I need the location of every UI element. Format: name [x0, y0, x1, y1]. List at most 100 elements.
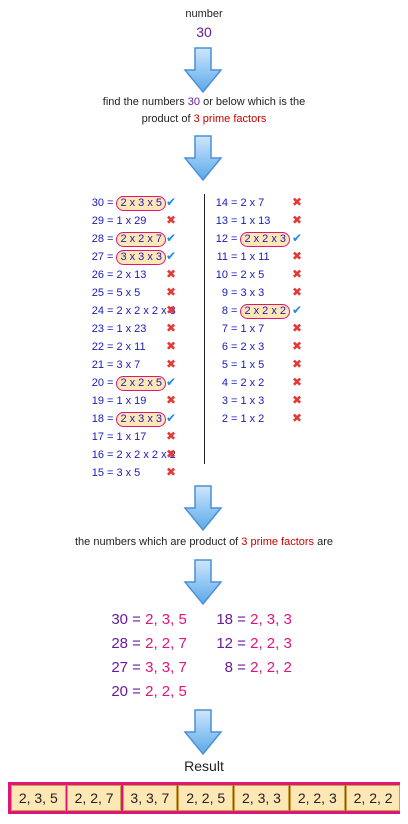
summary-item: 30 = 2, 3, 5: [110, 610, 187, 630]
factor-number: 19: [91, 395, 104, 407]
down-arrow-icon: [183, 46, 223, 94]
step1-line2-prefix: product of: [141, 113, 194, 125]
equals-sign: =: [128, 659, 146, 676]
result-cell: 2, 3, 3: [234, 785, 289, 811]
summary-number: 28: [111, 635, 128, 652]
factor-number: 14: [215, 197, 228, 209]
factor-row: 9=3 x 3: [212, 284, 264, 302]
factor-row: 3=1 x 3: [212, 392, 264, 410]
factor-row: 17=1 x 17: [88, 428, 147, 446]
equals-sign: =: [231, 359, 238, 371]
equals-sign: =: [107, 431, 114, 443]
factor-row: 2=1 x 2: [212, 410, 264, 428]
equals-sign: =: [233, 635, 251, 652]
factorization: 2 x 3: [240, 341, 265, 353]
equals-sign: =: [107, 233, 114, 245]
factor-number: 22: [91, 341, 104, 353]
equals-sign: =: [233, 659, 251, 676]
factor-number: 12: [215, 233, 228, 245]
equals-sign: =: [107, 251, 114, 263]
result-cell: 2, 2, 5: [178, 785, 233, 811]
factor-row: 28=2 x 2 x 7: [88, 230, 167, 248]
result-cell: 2, 2, 2: [345, 785, 401, 811]
cross-icon: ✖: [292, 339, 303, 353]
equals-sign: =: [107, 323, 114, 335]
factor-row: 19=1 x 19: [88, 392, 147, 410]
down-arrow-icon: [183, 558, 223, 606]
equals-sign: =: [107, 341, 114, 353]
highlighted-factorization: 2 x 3 x 5: [116, 196, 167, 211]
factor-number: 17: [91, 431, 104, 443]
equals-sign: =: [107, 305, 114, 317]
factorization: 1 x 23: [116, 323, 147, 335]
equals-sign: =: [231, 341, 238, 353]
equals-sign: =: [233, 611, 251, 628]
factor-number: 6: [221, 341, 228, 353]
summary-factors: 3, 3, 7: [145, 659, 187, 676]
result-cell: 2, 3, 5: [11, 785, 66, 811]
cross-icon: ✖: [292, 393, 303, 407]
cross-icon: ✖: [166, 267, 177, 281]
cross-icon: ✖: [166, 321, 177, 335]
factor-row: 30=2 x 3 x 5: [88, 194, 167, 212]
equals-sign: =: [128, 683, 146, 700]
factor-row: 11=1 x 11: [212, 248, 270, 266]
factor-row: 4=2 x 2: [212, 374, 264, 392]
cross-icon: ✖: [292, 411, 303, 425]
factorization: 1 x 3: [240, 395, 265, 407]
summary-item: 8 = 2, 2, 2: [215, 658, 292, 678]
down-arrow-icon: [183, 484, 223, 532]
factor-number: 3: [221, 395, 228, 407]
factorization: 2 x 11: [116, 341, 146, 353]
factor-number: 9: [221, 287, 228, 299]
factor-row: 6=2 x 3: [212, 338, 264, 356]
step1-number: 30: [187, 96, 201, 108]
factor-row: 16=2 x 2 x 2 x 2: [88, 446, 176, 464]
factorization: 2 x 7: [240, 197, 265, 209]
factor-number: 18: [91, 413, 104, 425]
summary-factors: 2, 2, 5: [145, 683, 187, 700]
factorization: 1 x 29: [116, 215, 147, 227]
summary-item: 20 = 2, 2, 5: [110, 682, 187, 702]
factor-number: 30: [91, 197, 104, 209]
column-divider: [204, 194, 205, 464]
equals-sign: =: [107, 287, 114, 299]
equals-sign: =: [231, 413, 238, 425]
summary-number: 8: [224, 659, 233, 676]
factor-number: 13: [215, 215, 228, 227]
factor-row: 18=2 x 3 x 3: [88, 410, 167, 428]
summary-number: 30: [111, 611, 128, 628]
cross-icon: ✖: [292, 357, 303, 371]
highlighted-factorization: 2 x 3 x 3: [116, 412, 167, 427]
factorization: 3 x 5: [116, 467, 141, 479]
factorization: 1 x 5: [240, 359, 265, 371]
factor-row: 10=2 x 5: [212, 266, 265, 284]
cross-icon: ✖: [166, 285, 177, 299]
equals-sign: =: [128, 635, 146, 652]
factor-number: 8: [221, 305, 228, 317]
factor-number: 11: [216, 251, 228, 263]
summary-number: 20: [111, 683, 128, 700]
factor-number: 26: [91, 269, 104, 281]
summary-factors: 2, 2, 3: [250, 635, 292, 652]
factorization: 3 x 7: [116, 359, 141, 371]
down-arrow-icon: [183, 708, 223, 756]
factor-row: 22=2 x 11: [88, 338, 146, 356]
factor-number: 25: [91, 287, 104, 299]
factor-number: 27: [91, 251, 104, 263]
summary-factors: 2, 2, 7: [145, 635, 187, 652]
equals-sign: =: [107, 197, 114, 209]
summary-number: 18: [216, 611, 233, 628]
factor-row: 25=5 x 5: [88, 284, 141, 302]
summary-item: 18 = 2, 3, 3: [215, 610, 292, 630]
highlighted-factorization: 3 x 3 x 3: [116, 250, 167, 265]
factor-row: 15=3 x 5: [88, 464, 141, 482]
result-title: Result: [184, 758, 224, 774]
equals-sign: =: [107, 359, 114, 371]
equals-sign: =: [231, 323, 238, 335]
factor-number: 7: [221, 323, 228, 335]
check-icon: ✔: [166, 195, 177, 209]
number-value: 30: [196, 24, 212, 40]
factor-number: 20: [91, 377, 104, 389]
factorization: 2 x 5: [240, 269, 265, 281]
